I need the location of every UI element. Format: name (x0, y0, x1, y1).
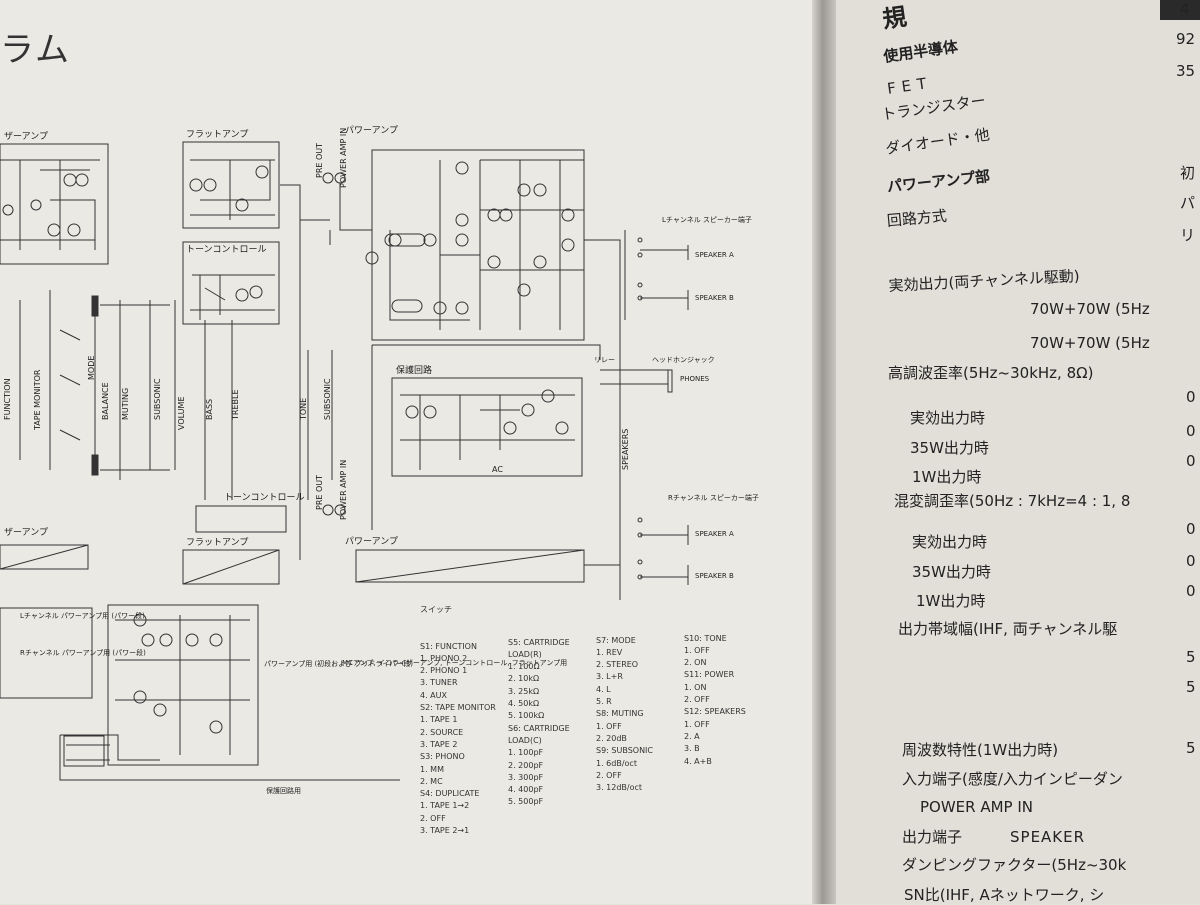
control-volume: VOLUME (177, 397, 186, 431)
power-supply (0, 604, 400, 781)
control-muting: MUTING (121, 388, 130, 420)
spec-thd-1w: 1W出力時 (912, 468, 982, 486)
label-equalizer-amp: ザーアンプ (4, 131, 48, 142)
spec-heading: 規 (880, 2, 909, 34)
control-function: FUNCTION (3, 378, 12, 420)
label-equalizer-amp-bottom: ザーアンプ (4, 527, 48, 538)
circuit-diagram: ザーアンプ フラットアンプ トーンコントロール PRE OUT POWER AM… (0, 125, 759, 795)
spec-sn-ratio: SN比(IHF, Aネットワーク, シ (904, 886, 1105, 904)
equalizer-transistors (0, 159, 100, 250)
label-flat-amp-bottom: フラットアンプ (186, 537, 248, 548)
label-ps-protection: 保護回路用 (266, 786, 301, 795)
label-ps-l: Lチャンネル パワーアンプ用 (パワー段) (20, 611, 145, 620)
spec-thd: 高調波歪率(5Hz~30kHz, 8Ω) (888, 364, 1094, 382)
control-bass: BASS (205, 399, 214, 420)
spec-rated-output-1: 70W+70W (5Hz (1030, 300, 1150, 318)
label-l-speaker-terminal: Lチャンネル スピーカー端子 (662, 215, 752, 224)
spec-rated-output-2: 70W+70W (5Hz (1030, 334, 1150, 352)
value-35: 35 (1176, 62, 1196, 80)
spec-page (836, 0, 1200, 904)
control-tone: TONE (299, 398, 308, 421)
page-title: ラム (0, 30, 71, 70)
value-4: 4 (1180, 0, 1190, 18)
spec-thd-rated: 実効出力時 (910, 409, 986, 427)
label-tone-control-bottom: トーンコントロール (224, 493, 305, 503)
value-bandwidth-1: 5 (1186, 648, 1196, 666)
label-headphone-jack: ヘッドホンジャック (652, 356, 715, 364)
page-corner (1160, 0, 1200, 20)
spec-imd: 混変調歪率(50Hz : 7kHz=4 : 1, 8 (894, 492, 1131, 510)
spec-imd-35w: 35W出力時 (912, 563, 991, 581)
value-circuit-3: リ (1180, 226, 1196, 244)
label-ps-mc-amp: MCアンプ, イコライザーアンプ, トーンコントロール, フラットアンプ用 (342, 659, 567, 667)
control-mode: MODE (87, 356, 96, 380)
value-thd-rated: 0 (1186, 388, 1196, 406)
label-protection: 保護回路 (396, 364, 432, 376)
value-imd-35w: 0 (1186, 552, 1196, 570)
speaker-a-bottom: SPEAKER A (695, 530, 734, 538)
schematic-page: ラム ザーアンプ フラットアンプ トーンコントロール PRE OUT POWER… (0, 30, 759, 836)
control-subsonic: SUBSONIC (153, 378, 162, 420)
book-gutter (812, 0, 836, 904)
control-tape-monitor: TAPE MONITOR (33, 369, 42, 431)
control-treble: TREBLE (231, 390, 240, 422)
label-power-amp-in-bottom: POWER AMP IN (339, 460, 348, 520)
control-switches (19, 290, 621, 600)
value-circuit-2: パ (1180, 194, 1196, 212)
value-thd-1w: 0 (1186, 452, 1196, 470)
spec-power-amp-in-label: POWER AMP IN (920, 798, 1034, 816)
spec-damping-factor: ダンピングファクター(5Hz~30k (902, 856, 1127, 874)
spec-bandwidth: 出力帯域幅(IHF, 両チャンネル駆 (898, 620, 1118, 638)
label-power-amp-in-top: POWER AMP IN (339, 128, 348, 188)
value-92: 92 (1176, 30, 1196, 48)
label-relay: リレー (594, 356, 615, 364)
spec-imd-1w: 1W出力時 (916, 592, 986, 610)
spec-thd-35w: 35W出力時 (910, 439, 989, 457)
control-balance: BALANCE (101, 382, 110, 420)
value-imd-rated: 0 (1186, 520, 1196, 538)
label-power-amp-bottom: パワーアンプ (345, 536, 398, 547)
label-tone-control-top: トーンコントロール (186, 245, 267, 255)
value-circuit-1: 初 (1180, 164, 1196, 182)
spec-frequency-response: 周波数特性(1W出力時) (902, 741, 1059, 759)
label-power-amp-top: パワーアンプ (345, 125, 398, 136)
label-flat-amp-top: フラットアンプ (186, 129, 248, 140)
speaker-b-bottom: SPEAKER B (695, 572, 734, 580)
label-r-speaker-terminal: Rチャンネル スピーカー端子 (668, 493, 759, 502)
label-ps-power-amp: パワーアンプ用 (初段および プリドライバー段) (264, 659, 413, 668)
control-speakers: SPEAKERS (621, 429, 630, 470)
label-pre-out-bottom: PRE OUT (315, 475, 324, 510)
value-frequency-response: 5 (1186, 739, 1196, 757)
switch-legend-title: スイッチ (420, 605, 452, 614)
speaker-a-top: SPEAKER A (695, 251, 734, 259)
speaker-b-top: SPEAKER B (695, 294, 734, 302)
label-ps-r: Rチャンネル パワーアンプ用 (パワー段) (20, 648, 146, 657)
label-ac: AC (492, 465, 503, 474)
control-subsonic-2: SUBSONIC (323, 378, 332, 420)
label-pre-out-top: PRE OUT (315, 143, 324, 178)
spec-imd-rated: 実効出力時 (912, 533, 988, 551)
spec-speaker: SPEAKER (1010, 828, 1086, 846)
value-bandwidth-2: 5 (1186, 678, 1196, 696)
spec-input-terminal: 入力端子(感度/入力インピーダン (902, 770, 1123, 788)
spec-output-terminal: 出力端子 (902, 828, 963, 846)
value-imd-1w: 0 (1186, 582, 1196, 600)
value-thd-35w: 0 (1186, 422, 1196, 440)
label-phones: PHONES (680, 375, 710, 383)
